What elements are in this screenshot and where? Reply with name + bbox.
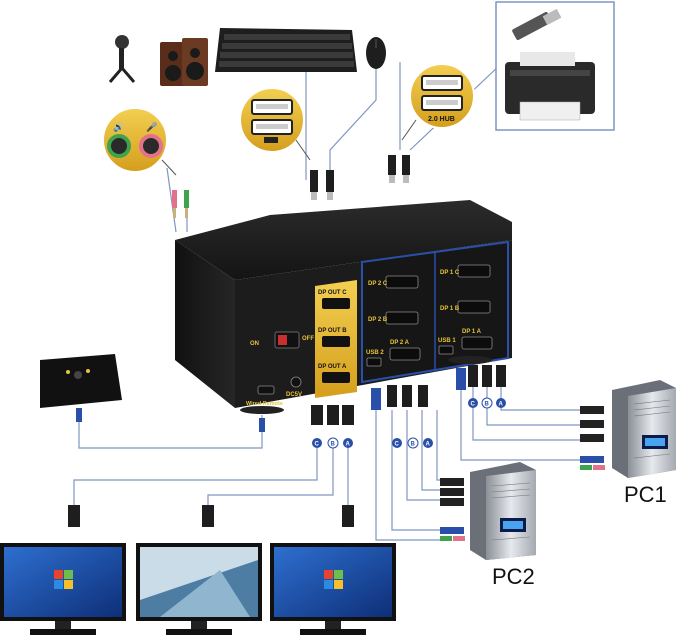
pc1-kvm-plugs [456,365,506,390]
remote-port-label: Wired Remote [246,401,283,407]
monitor-2 [136,543,262,635]
km-plugs [310,170,334,200]
usb2-port[interactable] [366,357,382,367]
usb1-port[interactable] [438,345,454,355]
remote-plug [259,418,265,432]
mouse-icon [366,37,386,69]
dp-out-b-port[interactable] [322,336,350,347]
pc2-tag-c: C [395,442,400,448]
pc2-tower [470,462,536,560]
audio-plugs [172,190,189,218]
dp-out-panel [315,280,357,398]
dp2-c-label: DP 2 C [368,281,388,287]
dp-out-b-label: DP OUT B [318,328,347,334]
dp-out-a-port[interactable] [322,372,350,383]
dp-out-a-label: DP OUT A [318,364,347,370]
dp1-b-port[interactable] [457,300,491,314]
dp2-b-label: DP 2 B [368,317,388,323]
dp1-a-label: DP 1 A [462,329,482,335]
mic-jack-icon [139,134,163,158]
pc1-tag-b: B [485,402,490,408]
hub-plugs [388,155,410,183]
audio-jack-zoom: 🔊 🎤 [102,107,177,176]
main-cable-tags: C B A [312,437,353,449]
microphone-icon [108,35,136,83]
tag-a: A [346,442,351,448]
usb-km-zoom [239,87,311,161]
pc1-tag-c: C [471,402,476,408]
input-port-labels: DP 2 C DP 1 C DP 2 B DP 1 B DP 2 A DP 1 … [366,270,482,356]
dp1-a-port[interactable] [461,336,493,350]
monitor-dp-plugs [311,405,354,425]
tag-b: B [331,442,336,448]
switch-on-label: ON [250,341,259,347]
keyboard-symbol-icon [264,137,278,143]
pc1-label: PC1 [624,482,667,507]
dc-power-jack[interactable] [290,376,302,388]
power-switch[interactable] [274,331,300,349]
remote-port[interactable] [257,385,275,395]
pc1-rear-plugs [580,406,605,470]
dp1-b-label: DP 1 B [440,306,460,312]
headphone-jack-icon [107,134,131,158]
dp2-a-port[interactable] [389,347,421,361]
monitor-1 [0,543,126,635]
monitor3-plug [342,505,354,527]
switch-off-label: OFF [302,336,314,342]
dp1-c-port[interactable] [457,264,491,278]
pc2-kvm-plugs [371,385,428,410]
hub-label: 2.0 HUB [428,116,455,123]
pc2-tag-b: B [411,442,416,448]
pc2-label: PC2 [492,564,535,589]
monitor-3 [270,543,396,635]
usb1-label: USB 1 [438,338,456,344]
speakers-icon [160,38,208,86]
dp1-c-label: DP 1 C [440,270,460,276]
dp-out-c-label: DP OUT C [318,290,347,296]
monitor1-plug [68,505,80,527]
dp2-a-label: DP 2 A [390,340,410,346]
usb-hub-zoom: 2.0 HUB [401,63,475,141]
dp-out-c-port[interactable] [322,298,350,309]
pc2-rear-plugs [440,478,465,541]
windows-logo-icon [54,570,73,589]
usb2-label: USB 2 [366,350,384,356]
pc1-tag-a: A [499,402,504,408]
dp2-b-port[interactable] [385,311,419,325]
usb-devices-box [495,1,615,131]
printer-icon [505,52,595,121]
pc2-cable-tags: C B A [392,437,433,449]
input-ports [366,264,493,367]
monitor2-plug [202,505,214,527]
usb-stick-icon [512,8,562,40]
keyboard-icon [215,28,357,72]
dc-power-label: DC5V [286,392,302,398]
dp2-c-port[interactable] [385,275,419,289]
wired-remote[interactable] [40,354,122,422]
pc1-cable-tags: C B A [468,397,506,409]
pc2-tag-a: A [426,442,431,448]
mic-symbol-icon: 🎤 [146,121,157,132]
windows-logo-icon [324,570,343,589]
pc1-tower [612,380,676,478]
headphone-symbol-icon: 🔊 [113,121,124,133]
tag-c: C [315,442,320,448]
